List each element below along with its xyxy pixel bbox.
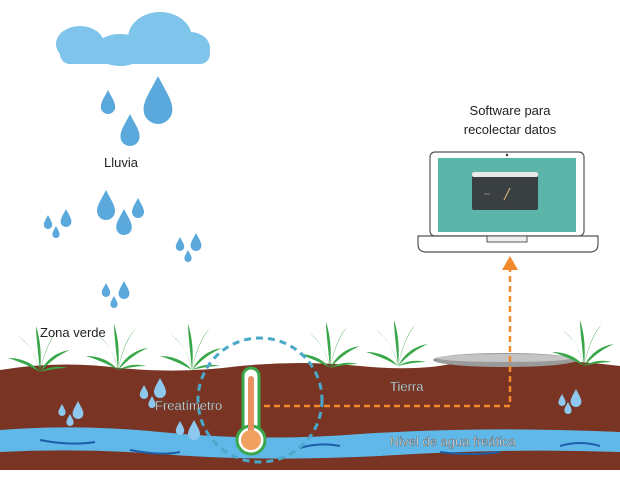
piezometer-icon — [235, 366, 267, 456]
water-table-band — [0, 427, 620, 459]
software-label-line2: recolectar datos — [464, 122, 557, 137]
puddle — [433, 353, 577, 367]
rain-label: Lluvia — [104, 155, 139, 170]
water-table-label: Nivel de agua freática — [390, 434, 517, 449]
software-label-line1: Software para — [470, 103, 552, 118]
soil-label: Tierra — [390, 379, 424, 394]
cloud-icon — [56, 12, 210, 66]
focus-circle — [196, 336, 324, 464]
green-zone-label: Zona verde — [40, 325, 106, 340]
water-waves — [39, 439, 601, 455]
laptop-icon — [417, 151, 599, 253]
piezometer-label: Freatímetro — [155, 398, 222, 413]
rain-drops — [43, 76, 202, 308]
data-transfer-arrow — [264, 256, 518, 408]
